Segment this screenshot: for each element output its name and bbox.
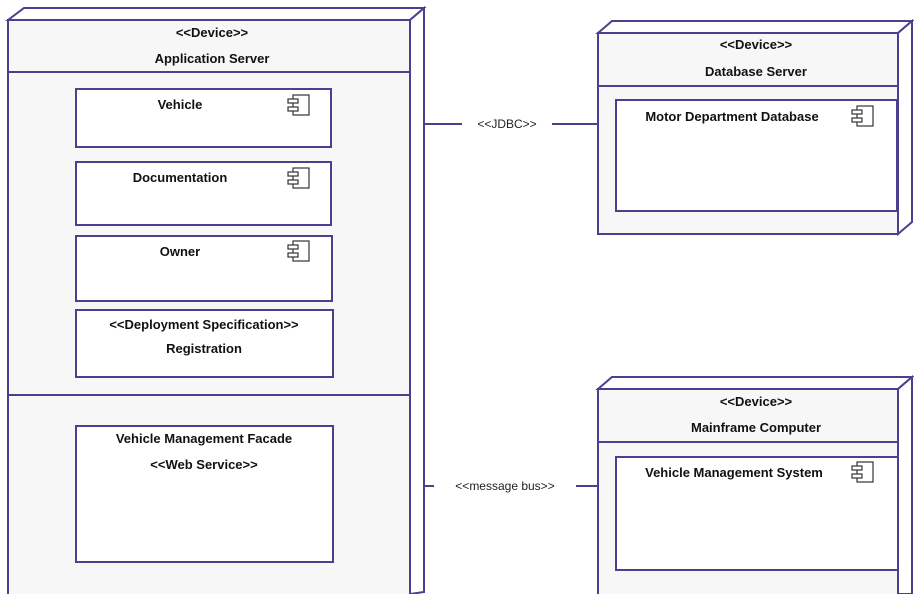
component-owner[interactable]: Owner — [75, 235, 333, 302]
deployment-spec-stereotype: <<Deployment Specification>> — [109, 317, 299, 332]
mainframe-node[interactable]: <<Device>> Mainframe Computer Vehicle Ma… — [595, 374, 914, 594]
database-server-stereotype: <<Device>> — [720, 37, 793, 52]
component-vehicle[interactable]: Vehicle — [75, 88, 332, 148]
application-server-title: Application Server — [155, 51, 270, 66]
database-server-top-face — [595, 20, 914, 34]
facade-box — [75, 425, 334, 563]
message-bus-connection[interactable]: <<message bus>> — [424, 479, 598, 493]
database-server-title: Database Server — [705, 64, 807, 79]
message-bus-label: <<message bus>> — [455, 479, 554, 493]
motor-database-label: Motor Department Database — [645, 109, 818, 124]
mainframe-title: Mainframe Computer — [691, 420, 821, 435]
database-server-node[interactable]: <<Device>> Database Server Motor Departm… — [595, 18, 914, 237]
application-server-stereotype: <<Device>> — [176, 25, 249, 40]
application-server-top-face — [5, 7, 427, 21]
jdbc-label: <<JDBC>> — [477, 117, 536, 131]
web-service-facade[interactable]: Vehicle Management Facade <<Web Service>… — [75, 425, 334, 563]
component-icon — [851, 461, 874, 483]
deployment-spec-box — [75, 309, 334, 378]
component-icon — [287, 94, 310, 116]
mainframe-stereotype: <<Device>> — [720, 394, 793, 409]
component-owner-label: Owner — [160, 244, 200, 259]
vms-label: Vehicle Management System — [645, 465, 823, 480]
facade-name: Vehicle Management Facade — [116, 431, 292, 446]
deployment-spec-registration[interactable]: <<Deployment Specification>> Registratio… — [75, 309, 334, 378]
component-icon — [287, 240, 310, 262]
vms-box — [615, 456, 899, 571]
facade-stereotype: <<Web Service>> — [150, 457, 258, 472]
component-documentation-label: Documentation — [133, 170, 228, 185]
component-vehicle-management-system[interactable]: Vehicle Management System — [615, 456, 899, 571]
mainframe-top-face — [595, 376, 914, 390]
component-icon — [287, 167, 310, 189]
component-icon — [851, 105, 874, 127]
component-motor-department-database[interactable]: Motor Department Database — [615, 99, 898, 212]
motor-database-box — [615, 99, 898, 212]
application-server-side-face — [409, 5, 425, 594]
jdbc-connection[interactable]: <<JDBC>> — [424, 117, 598, 131]
database-server-side-face — [897, 18, 913, 237]
mainframe-side-face — [897, 374, 913, 594]
deployment-spec-name: Registration — [166, 341, 242, 356]
component-vehicle-label: Vehicle — [158, 97, 203, 112]
component-documentation[interactable]: Documentation — [75, 161, 332, 226]
